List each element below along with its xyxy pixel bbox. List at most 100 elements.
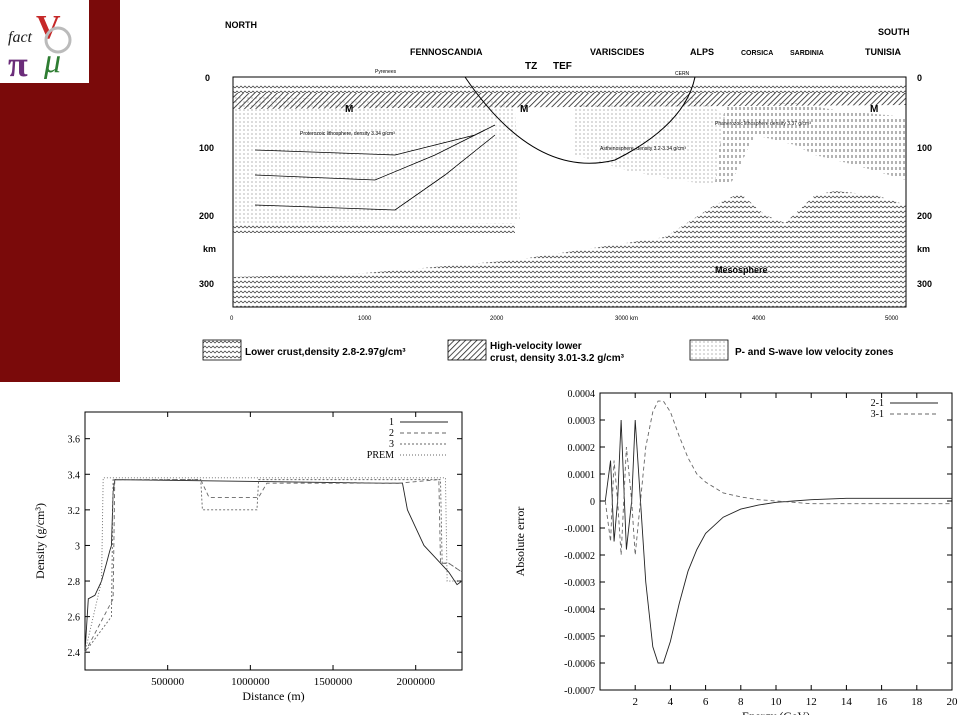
lithosphere-arc: [464, 76, 696, 164]
geological-section: NORTH FENNOSCANDIA TZ TEF VARISCIDES ALP…: [195, 5, 955, 380]
region-sardinia: SARDINIA: [790, 50, 824, 57]
depth-tick-100-right: 100: [917, 143, 932, 153]
slab-line-3: [254, 134, 496, 211]
legend-swatch-lower-crust: [202, 339, 242, 361]
label-proterozoic: Proterozoic lithosphere, density 3.34 g/…: [300, 131, 395, 137]
y-tick-label: 3: [75, 541, 80, 552]
distance-tick-0: 0: [230, 316, 234, 322]
logo-graphic: fact V π μ: [8, 9, 72, 84]
legend-label-3-1: 3-1: [871, 409, 884, 420]
y-tick-label: 0.0004: [568, 389, 596, 400]
logo-text-fact: fact: [8, 29, 33, 46]
depth-tick-300-right: 300: [917, 279, 932, 289]
depth-tick-200: 200: [199, 211, 214, 221]
x-tick-label: 12: [806, 696, 817, 708]
y-tick-label: -0.0001: [564, 524, 595, 535]
legend-label-1: 1: [389, 417, 394, 428]
x-tick-label: 1000000: [231, 676, 270, 688]
legend-label-high-velocity-2: crust, density 3.01-3.2 g/cm³: [490, 353, 625, 364]
x-tick-label: 2000000: [396, 676, 435, 688]
depth-tick-100: 100: [199, 143, 214, 153]
label-pyrenees: Pyrenees: [375, 69, 397, 75]
depth-axis-right: 0 100 200 km 300: [917, 73, 932, 289]
x-tick-label: 4: [668, 696, 674, 708]
fennoscandia-lvz: [233, 97, 520, 223]
region-variscides: VARISCIDES: [590, 47, 644, 57]
logo-text-pi: π: [8, 44, 28, 83]
y-tick-label: 2.8: [68, 577, 81, 588]
x-tick-label: 1500000: [314, 676, 353, 688]
region-north: NORTH: [225, 20, 257, 30]
x-tick-label: 8: [738, 696, 744, 708]
distance-tick-4000: 4000: [752, 316, 766, 322]
depth-tick-0-right: 0: [917, 73, 922, 83]
distance-tick-3000: 3000 km: [615, 316, 638, 322]
series-line-3-1: [604, 400, 952, 556]
logo-nu-mark: [44, 26, 72, 54]
x-axis-label: Distance (m): [242, 689, 304, 703]
label-phanerozoic: Phanerozoic lithosphere density 3.37 g/c…: [715, 121, 811, 127]
depth-tick-km: km: [203, 244, 216, 254]
label-mesosphere: Mesosphere: [715, 265, 768, 275]
moho-mark-1: M: [345, 104, 353, 115]
moho-mark-2: M: [520, 104, 528, 115]
distance-tick-1000: 1000: [358, 316, 372, 322]
distance-axis: 0 1000 2000 3000 km 4000 5000: [230, 316, 899, 322]
series-line-prem: [84, 477, 462, 653]
legend-label-high-velocity-1: High-velocity lower: [490, 341, 582, 352]
y-axis-label: Density (g/cm³): [33, 503, 47, 579]
x-tick-label: 18: [911, 696, 923, 708]
section-svg: NORTH FENNOSCANDIA TZ TEF VARISCIDES ALP…: [199, 20, 932, 364]
region-fennoscandia: FENNOSCANDIA: [410, 47, 483, 57]
series-line-2-1: [604, 419, 952, 664]
x-tick-label: 10: [771, 696, 783, 708]
y-tick-label: 3.2: [68, 506, 81, 517]
lower-crust-band: [233, 85, 906, 93]
y-tick-label: 3.6: [68, 435, 81, 446]
legend-swatch-low-velocity: [689, 339, 729, 361]
y-tick-label: 3.4: [68, 470, 81, 481]
x-tick-label: 6: [703, 696, 709, 708]
distance-tick-2000: 2000: [490, 316, 504, 322]
label-asthenosphere: Asthenosphere, density 3.2-3.34 g/cm³: [600, 146, 686, 152]
mesosphere-layer: [233, 191, 906, 307]
y-tick-label: 2.4: [68, 648, 81, 659]
legend-swatch-high-velocity: [447, 339, 487, 361]
alpine-lvz: [715, 103, 906, 185]
legend-label-prem: PREM: [367, 450, 394, 461]
series-line-3: [84, 479, 463, 653]
legend-label-3: 3: [389, 439, 394, 450]
depth-tick-300: 300: [199, 279, 214, 289]
series-line-2: [84, 479, 463, 653]
x-tick-label: 20: [947, 696, 959, 708]
y-tick-label: -0.0004: [564, 605, 595, 616]
label-cern: CERN: [675, 71, 690, 77]
slab-line-2: [254, 129, 486, 181]
y-tick-label: 2.6: [68, 613, 81, 624]
depth-axis-left: 0 100 200 km 300: [199, 73, 216, 289]
high-velocity-crust: [233, 93, 906, 109]
y-tick-label: -0.0006: [564, 659, 595, 670]
y-tick-label: -0.0005: [564, 632, 595, 643]
x-tick-label: 14: [841, 696, 853, 708]
y-tick-label: -0.0002: [564, 551, 595, 562]
y-tick-label: 0: [590, 497, 595, 508]
legend-label-2: 2: [389, 428, 394, 439]
x-tick-label: 16: [876, 696, 888, 708]
variscan-lvz: [575, 97, 725, 185]
density-chart-svg: 500000 1000000 1500000 2000000 2.4 2.6 2.8 3 3.2…: [33, 411, 463, 703]
fennoscandia-deep-layer: [233, 223, 515, 233]
y-axis-label: Absolute error: [513, 507, 527, 577]
legend-label-2-1: 2-1: [871, 398, 884, 409]
x-tick-label: 500000: [151, 676, 185, 688]
depth-tick-200-right: 200: [917, 211, 932, 221]
region-tunisia: TUNISIA: [865, 47, 902, 57]
y-tick-label: 0.0003: [568, 416, 596, 427]
depth-tick-km-right: km: [917, 244, 930, 254]
logo-text-mu: μ: [43, 43, 61, 80]
y-tick-label: 0.0001: [568, 470, 596, 481]
y-tick-label: -0.0007: [564, 686, 595, 697]
x-tick-label: 2: [632, 696, 638, 708]
